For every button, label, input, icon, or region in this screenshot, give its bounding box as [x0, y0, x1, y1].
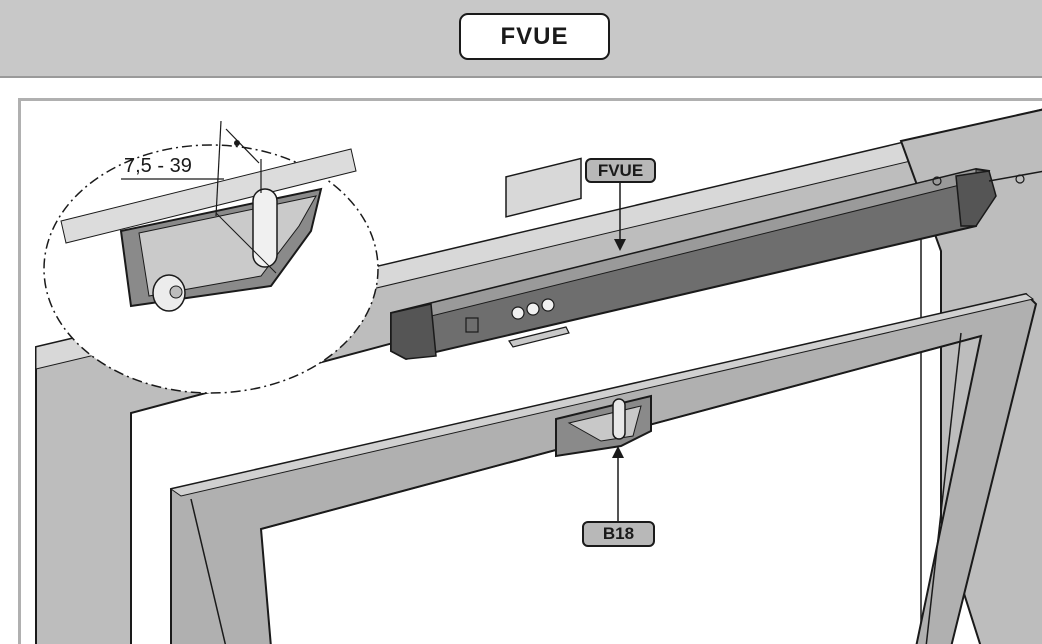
fvue-operator — [390, 157, 1042, 361]
page-title: FVUE — [459, 13, 610, 60]
installation-drawing — [35, 108, 1042, 644]
leader-arrows — [612, 183, 626, 521]
detail-magnifier — [43, 144, 379, 394]
header-bar: FVUE — [0, 0, 1042, 78]
callout-b18: B18 — [582, 521, 655, 547]
installation-figure: FVUE B18 7,5 - 39 — [18, 98, 1042, 644]
window-sash — [169, 292, 1038, 644]
callout-fvue: FVUE — [585, 158, 656, 183]
dimension-label: 7,5 - 39 — [124, 155, 192, 177]
dimension-marker — [121, 120, 262, 217]
b18-bracket — [555, 394, 652, 458]
